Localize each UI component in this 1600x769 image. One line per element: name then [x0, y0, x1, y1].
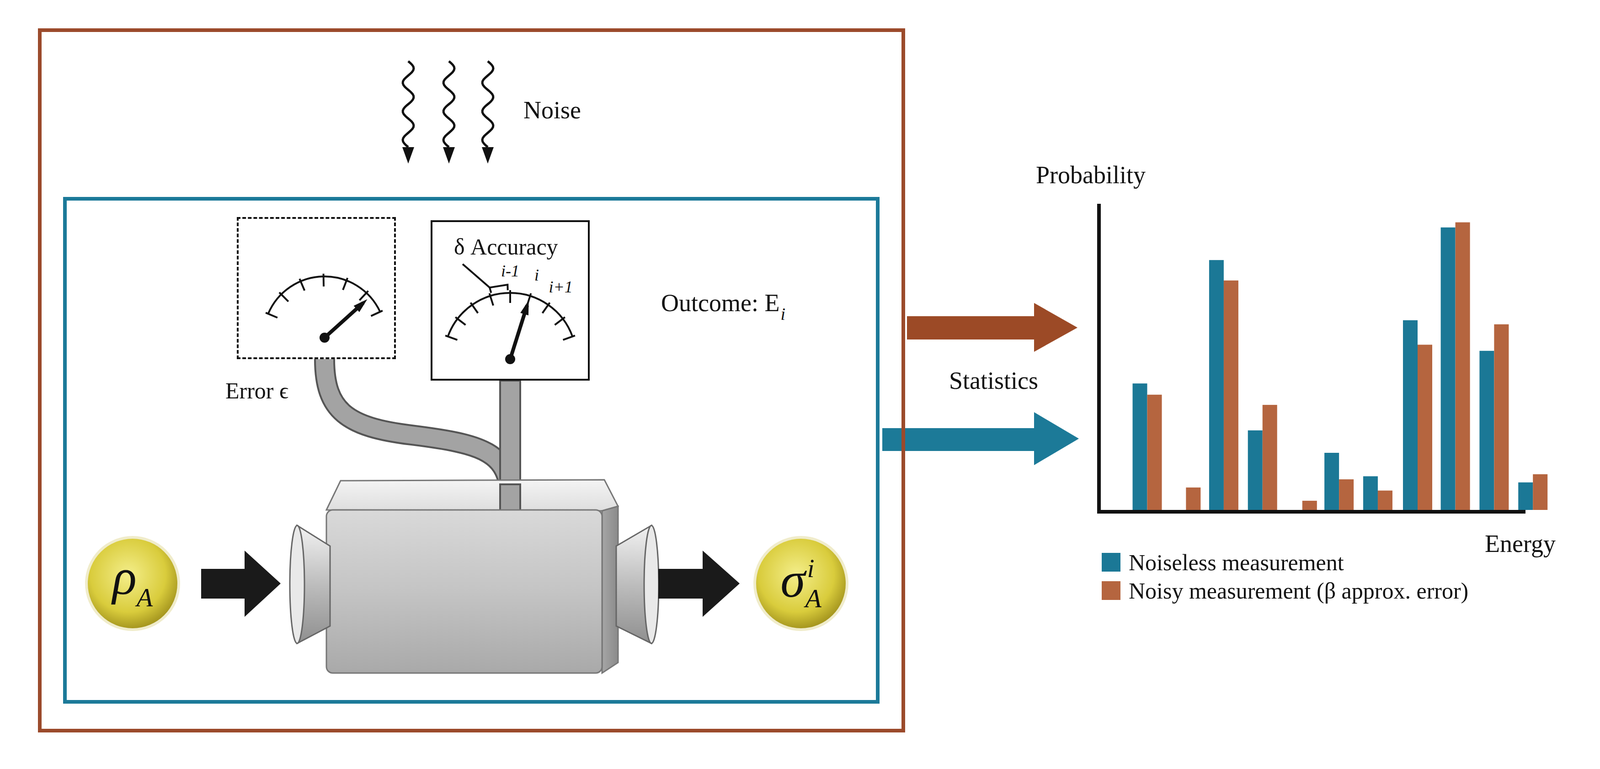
gauge-tick — [445, 335, 458, 341]
tick-label: i+1 — [549, 278, 573, 296]
gauge-tick — [542, 302, 550, 314]
noiseless-bar — [1440, 227, 1456, 511]
noise-arrowhead — [481, 147, 494, 164]
noisy-bar — [1185, 487, 1201, 511]
noiseless-bar — [1402, 320, 1418, 511]
state-glow — [85, 536, 181, 632]
noisy-bar — [1493, 324, 1509, 511]
input-state: ρA — [86, 538, 179, 630]
legend-swatch — [1101, 581, 1121, 601]
noiseless-statistics-arrow — [882, 412, 1079, 466]
noisy-bar — [1147, 394, 1163, 511]
x-axis — [1097, 510, 1526, 514]
machine-front — [326, 510, 603, 674]
gauge-tick — [554, 317, 566, 326]
needle-head — [520, 300, 529, 316]
legend-swatch — [1101, 553, 1121, 572]
error-label: Error ϵ — [225, 379, 289, 403]
machine-top — [326, 480, 619, 512]
tick-label: i-1 — [501, 262, 520, 280]
noise-label: Noise — [523, 97, 582, 123]
gauge-tick — [265, 312, 278, 318]
output-arrow — [658, 550, 740, 618]
statistics-label: Statistics — [949, 368, 1039, 394]
tick-label: i — [534, 266, 539, 284]
noiseless-bar — [1479, 351, 1494, 511]
state-fill — [756, 538, 846, 629]
noise-wave — [443, 61, 455, 148]
environment-box: Error ϵδ Accuracyi-1ii+1ρAσiAOutcome: Ei… — [37, 28, 906, 733]
outcome-subscript: i — [780, 305, 786, 323]
gauges — [265, 264, 576, 365]
error-gauge-box: Error ϵ — [236, 217, 396, 360]
y-axis — [1097, 203, 1101, 514]
noise-arrowhead — [402, 147, 415, 164]
noiseless-bar — [1518, 482, 1533, 511]
noiseless-bar — [1132, 383, 1148, 511]
gauge-pivot — [505, 354, 516, 365]
noise-wave — [482, 61, 494, 148]
noisy-statistics-arrow — [906, 303, 1078, 352]
accuracy-label: δ Accuracy — [453, 235, 559, 259]
input-arrow — [201, 550, 281, 618]
gauge-tick — [470, 302, 478, 314]
noisy-bar — [1417, 344, 1433, 511]
noise-arrowhead — [442, 147, 455, 164]
noise-waves — [402, 61, 494, 164]
gauge-tick — [279, 292, 289, 302]
noisy-bar — [1338, 479, 1354, 511]
state-glow — [753, 536, 849, 632]
state-symbol: ρ — [112, 552, 137, 603]
output-opening — [644, 525, 659, 644]
accuracy-bracket — [489, 284, 508, 294]
noisy-bar — [1377, 490, 1393, 511]
state-fill — [87, 538, 178, 629]
state-superscript: i — [806, 555, 815, 582]
needle-head — [353, 299, 368, 313]
gauge-tick — [342, 277, 348, 290]
gauge-tick — [563, 335, 576, 341]
noiseless-bar — [1324, 453, 1339, 511]
state-subscript: A — [136, 584, 153, 612]
state-subscript: A — [805, 585, 822, 613]
noisy-bar — [1223, 280, 1239, 511]
bars — [1132, 222, 1548, 511]
accuracy-gauge-box: δ Accuracy i-1 i i+1 — [430, 220, 590, 381]
noiseless-bar — [1363, 476, 1378, 511]
gauge-pivot — [319, 332, 330, 343]
gauge-tick — [455, 317, 466, 326]
state-symbol: σ — [780, 554, 806, 606]
legend-text: Noiseless measurement — [1128, 551, 1344, 575]
gauge-tick — [322, 273, 325, 287]
gauge-tick — [509, 290, 512, 304]
noiseless-bar — [1209, 260, 1224, 511]
noisy-bar — [1262, 405, 1278, 511]
output-state: σiA — [755, 538, 847, 630]
input-opening — [289, 525, 305, 644]
noisy-bar — [1455, 222, 1471, 511]
axis-label: Energy — [1484, 531, 1556, 557]
measurement-box: Error ϵδ Accuracyi-1ii+1ρAσiAOutcome: Ei — [63, 197, 880, 704]
noise-wave — [402, 61, 414, 148]
outcome-label: Outcome: E — [661, 290, 780, 316]
noiseless-bar — [1248, 430, 1263, 511]
gauge-tick — [359, 291, 368, 301]
legend-text: Noisy measurement (β approx. error) — [1128, 579, 1469, 603]
noisy-bar — [1302, 501, 1318, 511]
gauge-tick — [371, 310, 383, 317]
gauge-tick — [299, 278, 305, 291]
delta-leader — [462, 264, 490, 288]
gauge-tick — [489, 293, 494, 306]
axis-label: Probability — [1035, 162, 1146, 188]
noisy-bar — [1532, 474, 1548, 511]
